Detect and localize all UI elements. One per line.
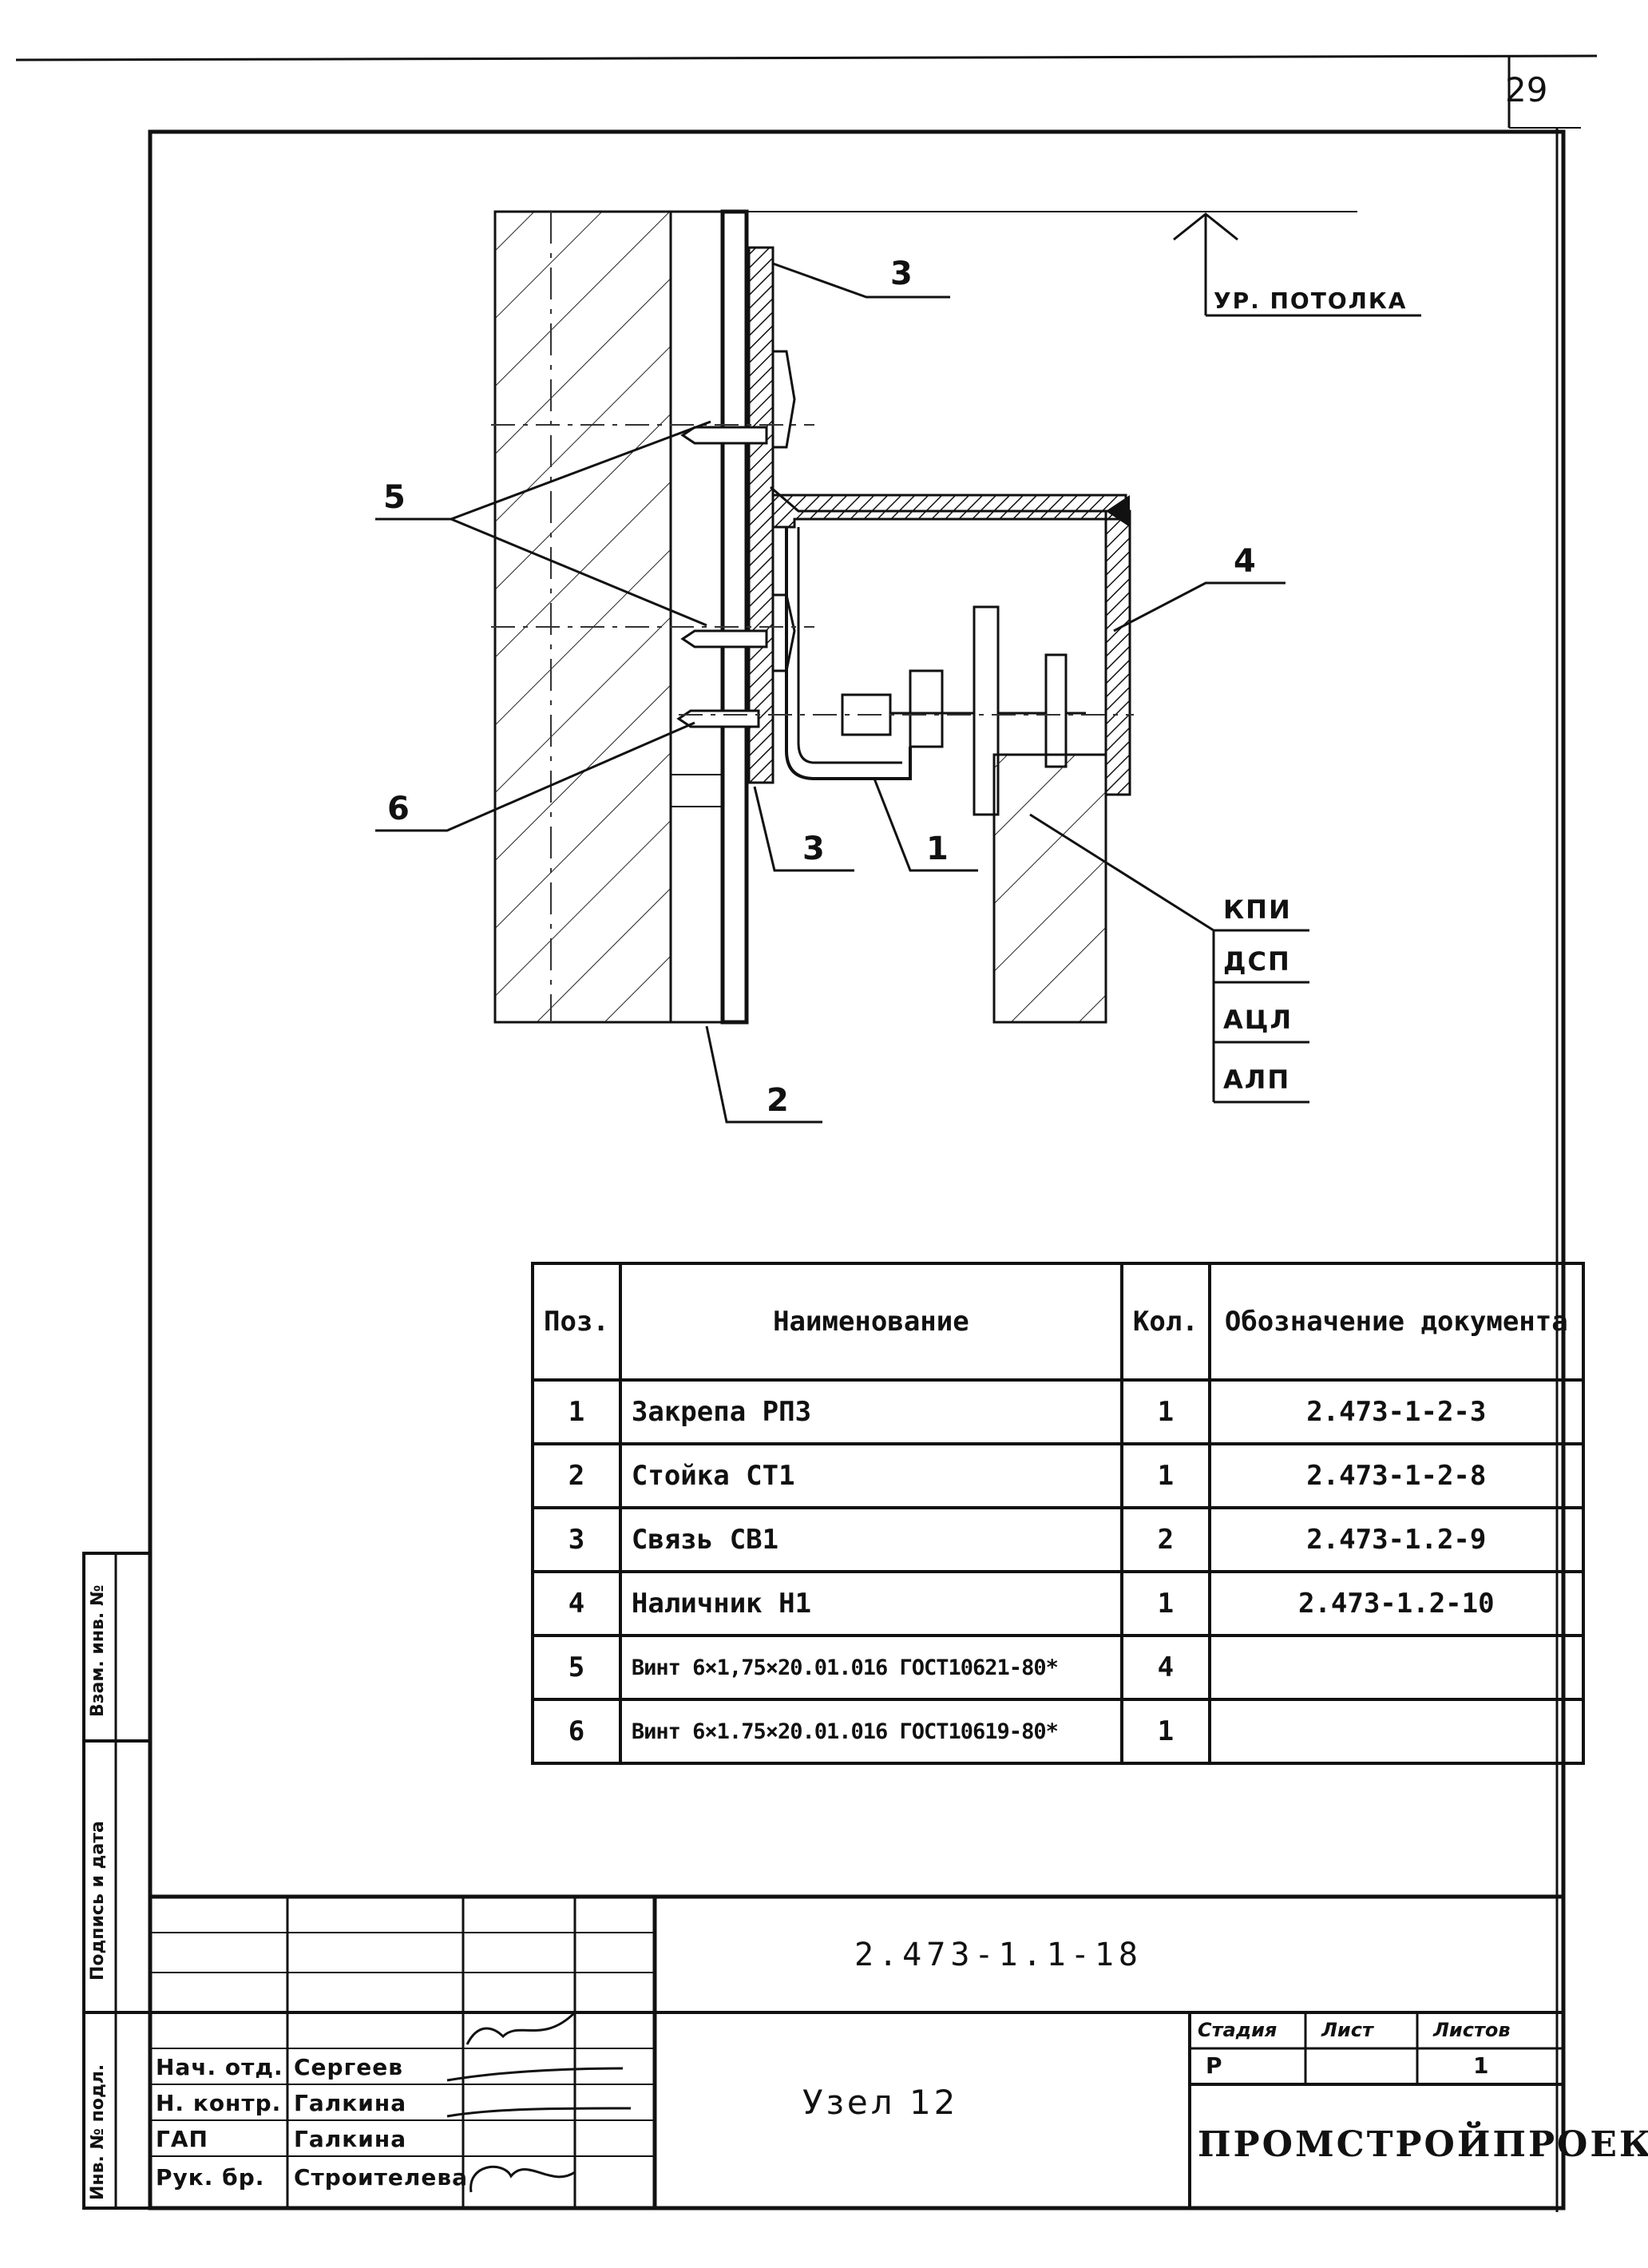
- qty-cell: 1: [1119, 1698, 1211, 1765]
- spec-header-row: Поз. Наименование Кол. Обозначение докум…: [531, 1262, 1585, 1382]
- name-cell: Стойка СТ1: [618, 1442, 1123, 1509]
- header-name: Наименование: [618, 1262, 1123, 1382]
- pos-cell: 2: [531, 1442, 622, 1509]
- callout-5: 5: [383, 479, 406, 516]
- callout-6: 6: [387, 791, 410, 827]
- doc-cell: 2.473-1.2-10: [1207, 1570, 1585, 1637]
- sign-name: Строителева: [294, 2164, 469, 2191]
- sign-role: Рук. бр.: [156, 2164, 265, 2191]
- doc-cell: [1207, 1698, 1585, 1765]
- name-cell: Наличник Н1: [618, 1570, 1123, 1637]
- name-cell: Винт 6×1,75×20.01.016 ГОСТ10621-80*: [618, 1634, 1123, 1701]
- doc-cell: [1207, 1634, 1585, 1701]
- material-dsp: ДСП: [1223, 946, 1291, 977]
- table-row: 4 Наличник Н1 1 2.473-1.2-10: [531, 1570, 1585, 1637]
- specification-table: Поз. Наименование Кол. Обозначение докум…: [531, 1262, 1585, 1765]
- pos-cell: 6: [531, 1698, 622, 1765]
- header-qty: Кол.: [1119, 1262, 1211, 1382]
- stamp-sign-date: Подпись и дата: [88, 1821, 108, 1981]
- table-row: 1 Закрепа РП3 1 2.473-1-2-3: [531, 1378, 1585, 1445]
- doc-cell: 2.473-1-2-3: [1207, 1378, 1585, 1445]
- sign-name: Галкина: [294, 2126, 407, 2152]
- stage-value: Р: [1206, 2052, 1223, 2079]
- sign-role: Н. контр.: [156, 2090, 282, 2116]
- page-number: 29: [1505, 70, 1548, 109]
- sign-name: Сергеев: [294, 2054, 403, 2080]
- node-title: Узел 12: [802, 2083, 959, 2122]
- ceiling-level-label: УР. ПОТОЛКА: [1214, 287, 1408, 314]
- qty-cell: 1: [1119, 1442, 1211, 1509]
- qty-cell: 1: [1119, 1378, 1211, 1445]
- pos-cell: 4: [531, 1570, 622, 1637]
- name-cell: Винт 6×1.75×20.01.016 ГОСТ10619-80*: [618, 1698, 1123, 1765]
- document-code: 2.473-1.1-18: [854, 1937, 1143, 1973]
- name-cell: Закрепа РП3: [618, 1378, 1123, 1445]
- stage-label: Стадия: [1198, 2019, 1278, 2041]
- table-row: 5 Винт 6×1,75×20.01.016 ГОСТ10621-80* 4: [531, 1634, 1585, 1701]
- stamp-inv-replace: Взам. инв. №: [88, 1584, 108, 1717]
- doc-cell: 2.473-1-2-8: [1207, 1442, 1585, 1509]
- callout-3-bottom: 3: [802, 831, 825, 867]
- qty-cell: 4: [1119, 1634, 1211, 1701]
- organization-name: ПРОМСТРОЙПРОЕКТ: [1198, 2124, 1648, 2165]
- sign-name: Галкина: [294, 2090, 407, 2116]
- sign-role: ГАП: [156, 2126, 208, 2152]
- material-alp: АЛП: [1223, 1065, 1291, 1095]
- material-kpi: КПИ: [1223, 894, 1292, 925]
- pos-cell: 1: [531, 1378, 622, 1445]
- header-pos: Поз.: [531, 1262, 622, 1382]
- table-row: 6 Винт 6×1.75×20.01.016 ГОСТ10619-80* 1: [531, 1698, 1585, 1765]
- sheets-label: Листов: [1433, 2019, 1511, 2041]
- pos-cell: 3: [531, 1506, 622, 1573]
- pos-cell: 5: [531, 1634, 622, 1701]
- sign-role: Нач. отд.: [156, 2054, 283, 2080]
- callout-1: 1: [926, 831, 949, 867]
- material-acl: АЦЛ: [1223, 1005, 1293, 1035]
- header-doc: Обозначение документа: [1207, 1262, 1585, 1382]
- callout-3-top: 3: [890, 256, 913, 292]
- qty-cell: 2: [1119, 1506, 1211, 1573]
- callout-4: 4: [1234, 543, 1256, 580]
- table-row: 2 Стойка СТ1 1 2.473-1-2-8: [531, 1442, 1585, 1509]
- table-row: 3 Связь СВ1 2 2.473-1.2-9: [531, 1506, 1585, 1573]
- qty-cell: 1: [1119, 1570, 1211, 1637]
- callout-2: 2: [767, 1082, 789, 1119]
- doc-cell: 2.473-1.2-9: [1207, 1506, 1585, 1573]
- stamp-inv-original: Инв. № подл.: [88, 2064, 108, 2200]
- signature-marks: [446, 2011, 632, 2193]
- sheet-label: Лист: [1321, 2019, 1373, 2041]
- sheets-value: 1: [1473, 2052, 1490, 2079]
- name-cell: Связь СВ1: [618, 1506, 1123, 1573]
